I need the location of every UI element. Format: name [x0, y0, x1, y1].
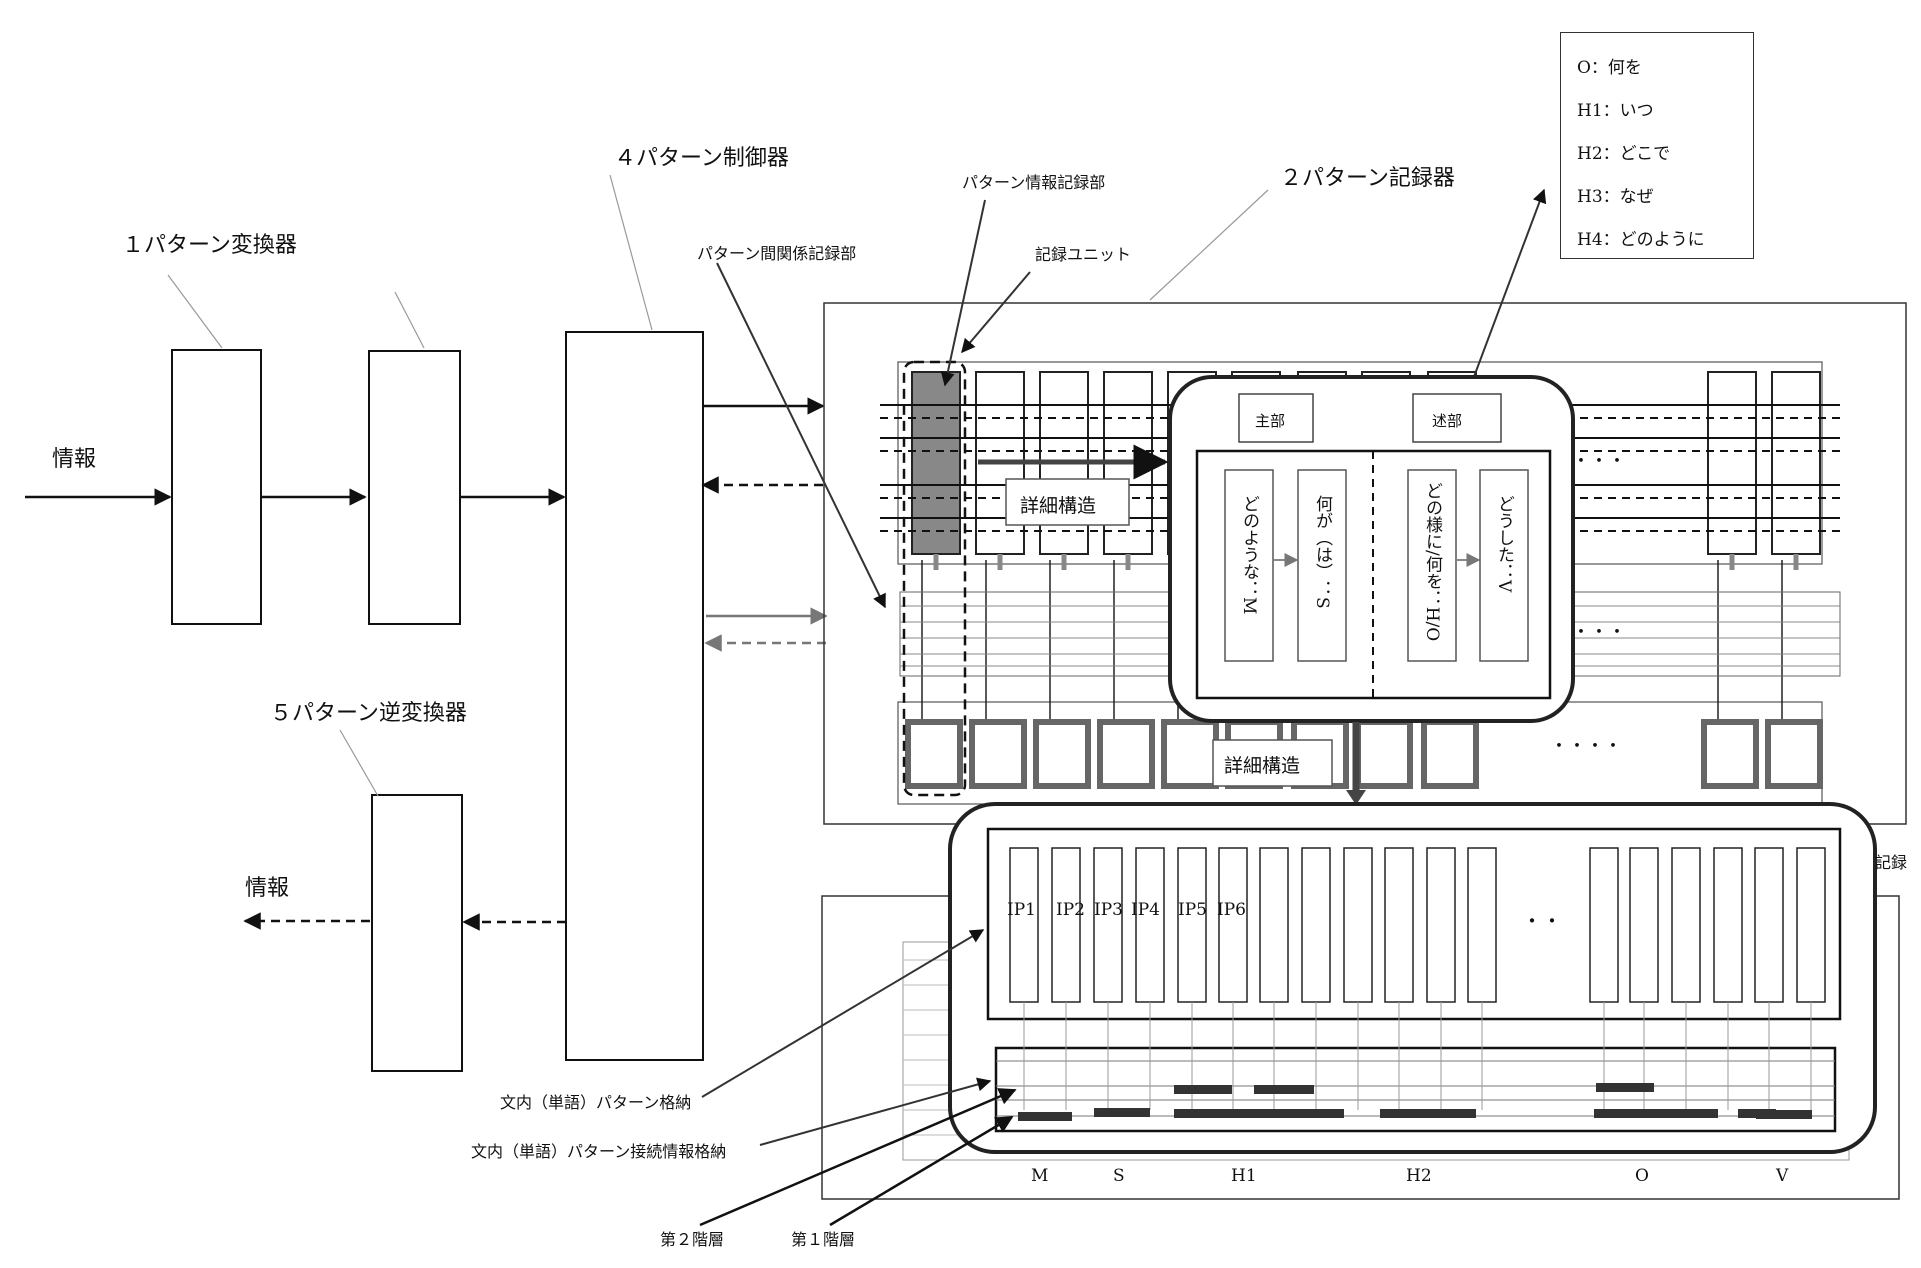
legend-item: H1：いつ [1577, 101, 1654, 121]
axis-labels: M S H1 H2 O V [1031, 1166, 1789, 1186]
lower-pointer-arrows [699, 929, 1017, 1227]
legend-item: H4：どのように [1577, 230, 1705, 250]
legend-box: O：何を H1：いつ H2：どこで H3：なぜ H4：どのように [1560, 32, 1754, 259]
legend-item: O：何を [1577, 58, 1642, 78]
detail-structure-box-lower [1212, 739, 1333, 787]
ip-column [1384, 847, 1414, 1110]
relation-rec-label: パターン間関係記録部 [697, 244, 856, 263]
connection-bar [1380, 1109, 1476, 1118]
col-m-label: どのような：M [1239, 495, 1259, 614]
col-s-label: 何が（は）：S [1312, 495, 1333, 609]
controller-arrows [701, 397, 828, 652]
ip-column [1671, 847, 1701, 1110]
connection-bar [1594, 1109, 1718, 1118]
detail-structure-box [1005, 478, 1130, 526]
axis-label: H2 [1406, 1166, 1432, 1186]
ip-column [1343, 847, 1373, 1110]
dots-top: ・・・ [1572, 451, 1626, 472]
legend-item: H3：なぜ [1577, 187, 1654, 207]
ip-column [1301, 847, 1331, 1110]
ip-label: IP4 [1131, 900, 1160, 920]
dots-bottom: ・・・・ [1550, 736, 1622, 757]
ip-column [1754, 847, 1784, 1110]
inverse-chain [243, 729, 566, 1072]
converter-block [171, 349, 262, 625]
subject-part-label: 主部 [1255, 412, 1285, 430]
ip-column [1426, 847, 1456, 1110]
ip-column [1218, 847, 1248, 1110]
ip-columns [1009, 847, 1826, 1110]
connection-bar [1596, 1083, 1654, 1092]
detail-label-2: 詳細構造 [1224, 755, 1300, 777]
input-chain [25, 174, 704, 1061]
connection-bar [1756, 1110, 1812, 1119]
converter-label: １パターン変換器 [122, 233, 297, 258]
ip-label: IP3 [1094, 900, 1123, 920]
connection-bar [1174, 1109, 1344, 1118]
record-unit-column [905, 371, 963, 789]
edge-text: 記録 [1875, 853, 1907, 872]
record-unit-column [1033, 371, 1091, 789]
ip-label: IP5 [1178, 900, 1207, 920]
record-unit-column [1765, 371, 1823, 789]
layer1-label: 第１階層 [791, 1230, 855, 1249]
ip-column [1093, 847, 1123, 1110]
record-unit-label: 記録ユニット [1035, 245, 1131, 264]
ip-labels: IP1 IP2 IP3 IP4 IP5 IP6 [1007, 900, 1246, 920]
predicate-part-label: 述部 [1432, 412, 1462, 430]
word-conn-store-label: 文内（単語）パターン接続情報格納 [471, 1142, 726, 1161]
ip-column [1589, 847, 1619, 1110]
zoom-bubble [1168, 375, 1575, 723]
recorder-label: ２パターン記録器 [1280, 166, 1455, 191]
controller-label: ４パターン制御器 [614, 146, 789, 171]
detail-label-1: 詳細構造 [1020, 495, 1096, 517]
record-unit-column [1097, 371, 1155, 789]
controller-block [565, 331, 704, 1061]
layer2-label: 第２階層 [660, 1230, 724, 1249]
dots-mid: ・・・ [1572, 622, 1626, 643]
record-unit-column [969, 371, 1027, 789]
axis-label: V [1775, 1166, 1789, 1186]
axis-label: M [1031, 1166, 1048, 1186]
col-ho-label: どの様に/何を：H/O [1422, 482, 1443, 641]
ip-label: IP1 [1007, 900, 1036, 920]
info-out-label: 情報 [245, 876, 289, 901]
connection-bar [1174, 1085, 1232, 1094]
ip-column [1713, 847, 1743, 1110]
ip-column [1796, 847, 1826, 1110]
dots-lower: ・・ [1522, 909, 1562, 933]
second-block [368, 350, 461, 625]
ip-column [1177, 847, 1207, 1110]
ip-column [1009, 847, 1039, 1110]
connection-bar [1254, 1085, 1314, 1094]
inverse-block [371, 794, 463, 1072]
record-unit-column [1701, 371, 1759, 789]
ip-column [1467, 847, 1497, 1110]
axis-label: H1 [1231, 1166, 1257, 1186]
connection-bar [1018, 1112, 1072, 1121]
axis-label: O [1635, 1166, 1649, 1186]
record-unit-selection [902, 360, 967, 797]
pattern-info-rec-label: パターン情報記録部 [962, 173, 1105, 192]
word-store-label: 文内（単語）パターン格納 [500, 1093, 691, 1112]
connection-bar [1094, 1108, 1150, 1117]
ip-label: IP6 [1217, 900, 1246, 920]
ip-label: IP2 [1056, 900, 1085, 920]
ip-column [1259, 847, 1289, 1110]
ip-column [1629, 847, 1659, 1110]
info-in-label: 情報 [52, 447, 96, 472]
inverse-label: ５パターン逆変換器 [270, 701, 467, 726]
ip-column [1051, 847, 1081, 1110]
col-v-label: どうした：V [1494, 495, 1514, 593]
legend-item: H2：どこで [1577, 144, 1671, 164]
connection-bars [1018, 1083, 1812, 1121]
axis-label: S [1113, 1166, 1125, 1186]
ip-column [1135, 847, 1165, 1110]
